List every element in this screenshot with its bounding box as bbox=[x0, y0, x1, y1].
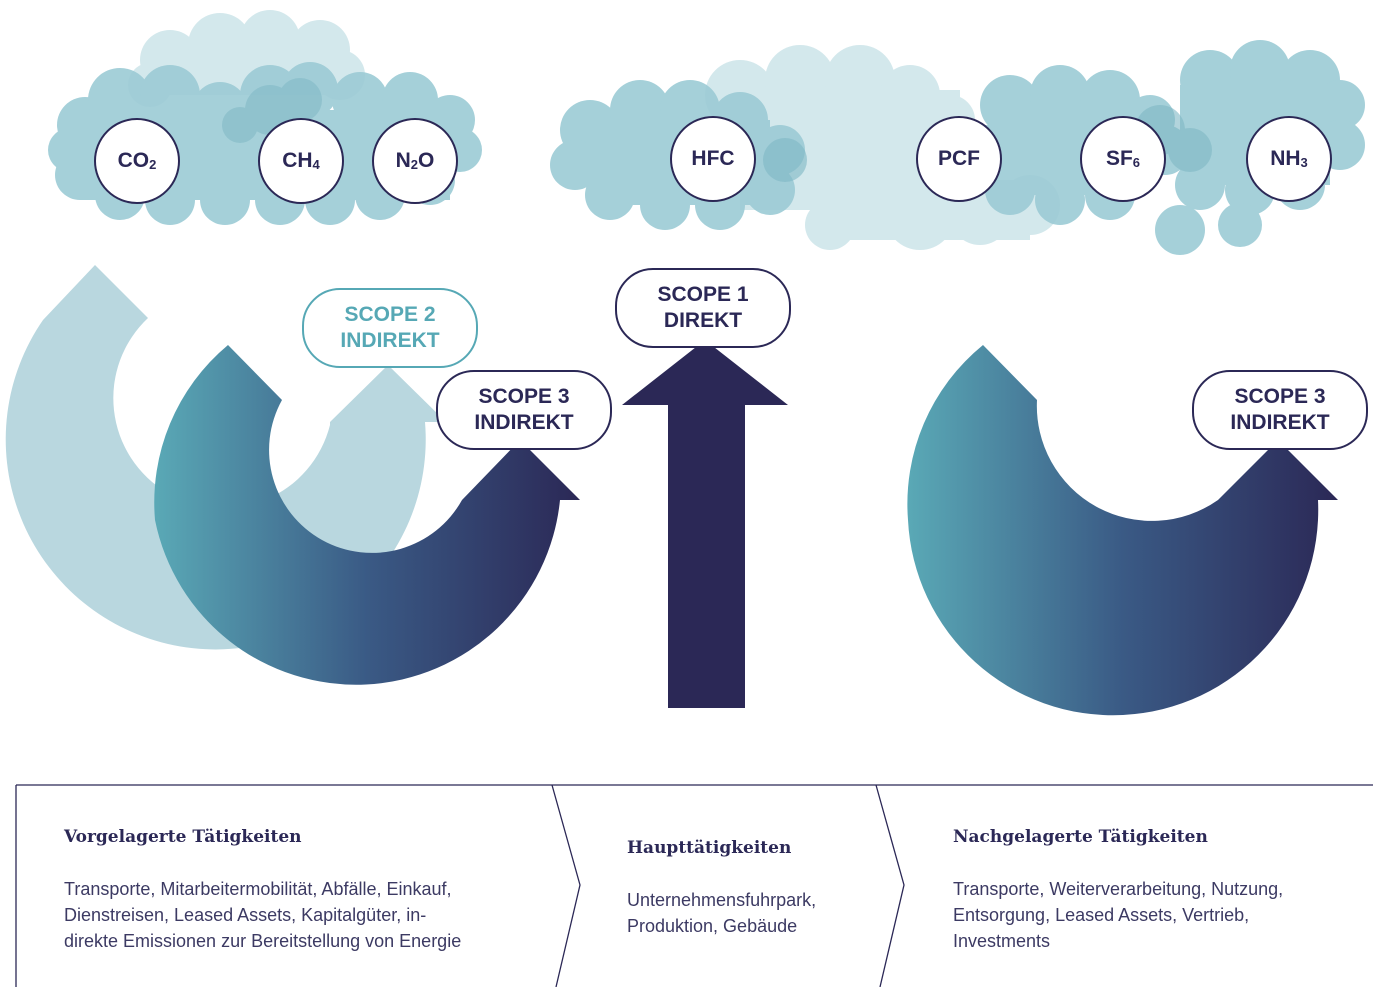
gas-pcf: PCF bbox=[916, 116, 1002, 202]
upstream-text: Transporte, Mitarbeitermobilität, Abfäll… bbox=[64, 879, 462, 951]
downstream-title: Nachgelagerte Tätigkeiten bbox=[953, 827, 1208, 847]
scope1-arrow bbox=[622, 340, 788, 708]
upstream-title: Vorgelagerte Tätigkeiten bbox=[64, 827, 302, 847]
gas-hfc: HFC bbox=[670, 116, 756, 202]
downstream-text: Transporte, Weiterverarbeitung, Nutzung,… bbox=[953, 879, 1284, 951]
activity-panels bbox=[15, 784, 1373, 987]
main-text: Unternehmensfuhrpark, Produktion, Gebäud… bbox=[627, 890, 817, 936]
scope3-right-arrow bbox=[907, 345, 1338, 716]
main-title: Haupttätigkeiten bbox=[627, 838, 792, 858]
scope3-left-arrow bbox=[154, 345, 581, 685]
